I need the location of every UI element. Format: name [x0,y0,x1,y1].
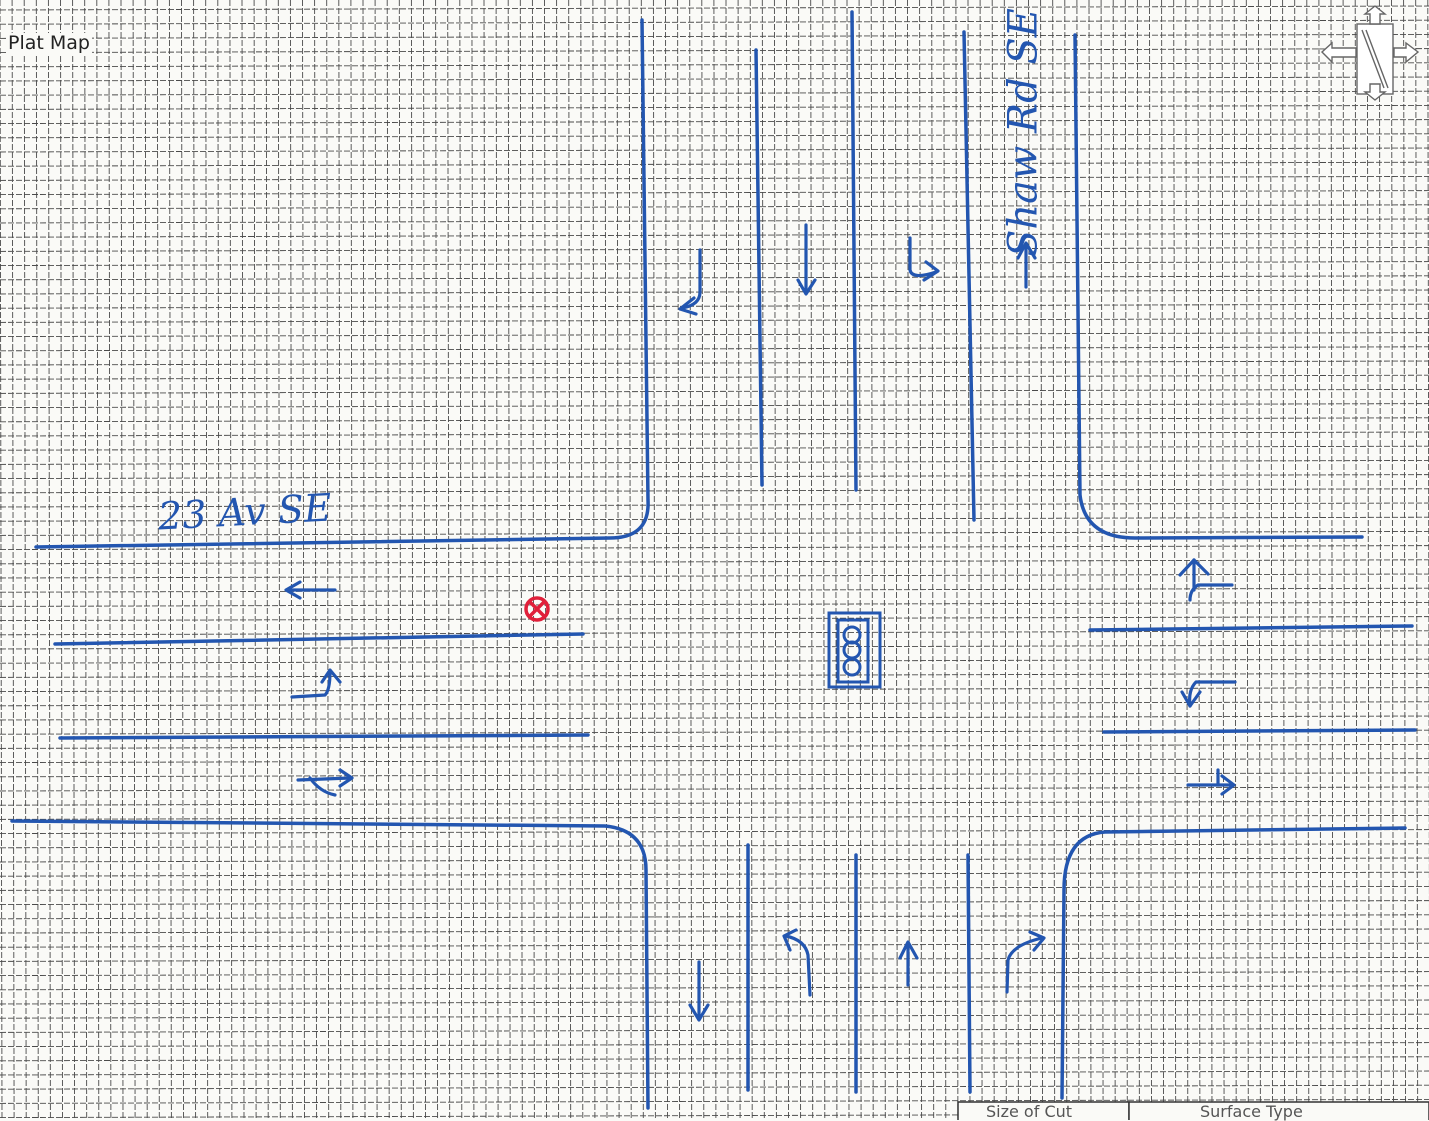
plat-map-title: Plat Map [6,33,92,54]
lane-line-east-2 [1104,730,1415,732]
arrow-northbound-through-south [900,942,917,985]
road-edge-ne-curb [1075,35,1362,538]
road-edge-nw-curb [36,20,648,547]
street-name-horizontal: 23 Av SE [157,485,333,538]
circle-x-marker-icon [526,598,548,620]
arrow-westbound-left-turn [1180,560,1232,600]
footer-size-of-cut: Size of Cut [986,1104,1072,1120]
lane-line-north-3 [964,32,974,520]
lane-line-north-2 [852,12,856,490]
street-name-vertical: Shaw Rd SE [1000,8,1046,257]
arrow-northbound-right-turn-south [1007,932,1044,992]
arrow-southbound-exit [690,962,708,1020]
lane-line-south-3 [968,855,970,1092]
footer-surface-type: Surface Type [1200,1104,1303,1120]
road-edge-sw-curb [12,821,648,1108]
arrow-eastbound-through-right [298,770,352,795]
lane-line-west-2 [60,735,588,738]
arrow-northbound-right-turn [910,238,938,280]
